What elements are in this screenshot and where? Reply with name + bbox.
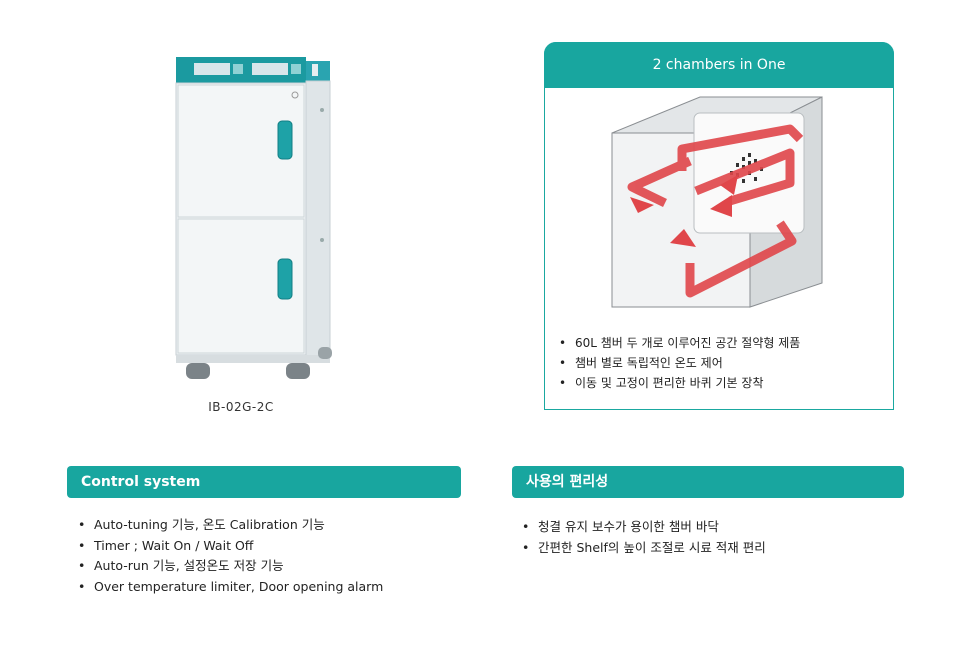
list-item: •청결 유지 보수가 용이한 챔버 바닥 <box>522 517 766 538</box>
control-system-heading: Control system <box>67 466 461 498</box>
incubator-product-image <box>175 57 332 379</box>
bullet-icon: • <box>559 356 567 370</box>
bullet-icon: • <box>522 539 530 555</box>
bullet-icon: • <box>78 517 86 532</box>
list-item: •Over temperature limiter, Door opening … <box>78 577 383 598</box>
list-item: •이동 및 고정이 편리한 바퀴 기본 장착 <box>559 373 800 393</box>
bullet-icon: • <box>78 558 86 573</box>
bullet-icon: • <box>78 537 86 553</box>
list-item: •챔버 별로 독립적인 온도 제어 <box>559 353 800 373</box>
convenience-heading: 사용의 편리성 <box>512 466 904 498</box>
convenience-list: •청결 유지 보수가 용이한 챔버 바닥 •간편한 Shelf의 높이 조절로 … <box>522 517 766 558</box>
list-item: •Timer ; Wait On / Wait Off <box>78 536 383 557</box>
bullet-icon: • <box>559 376 567 390</box>
bullet-icon: • <box>559 336 567 350</box>
list-item: •간편한 Shelf의 높이 조절로 시료 적재 편리 <box>522 538 766 559</box>
product-model-label: IB-02G-2C <box>208 400 274 414</box>
list-item: •60L 챔버 두 개로 이루어진 공간 절약형 제품 <box>559 333 800 353</box>
chamber-airflow-diagram <box>611 96 823 308</box>
bullet-icon: • <box>78 578 86 594</box>
list-item: •Auto-run 기능, 설정온도 저장 기능 <box>78 556 383 577</box>
chambers-card: 2 chambers in One <box>544 42 894 410</box>
list-item: •Auto-tuning 기능, 온도 Calibration 기능 <box>78 515 383 536</box>
chambers-feature-list: •60L 챔버 두 개로 이루어진 공간 절약형 제품 •챔버 별로 독립적인 … <box>559 333 800 393</box>
chambers-card-title: 2 chambers in One <box>544 42 894 88</box>
bullet-icon: • <box>522 519 530 534</box>
control-system-list: •Auto-tuning 기능, 온도 Calibration 기능 •Time… <box>78 515 383 597</box>
